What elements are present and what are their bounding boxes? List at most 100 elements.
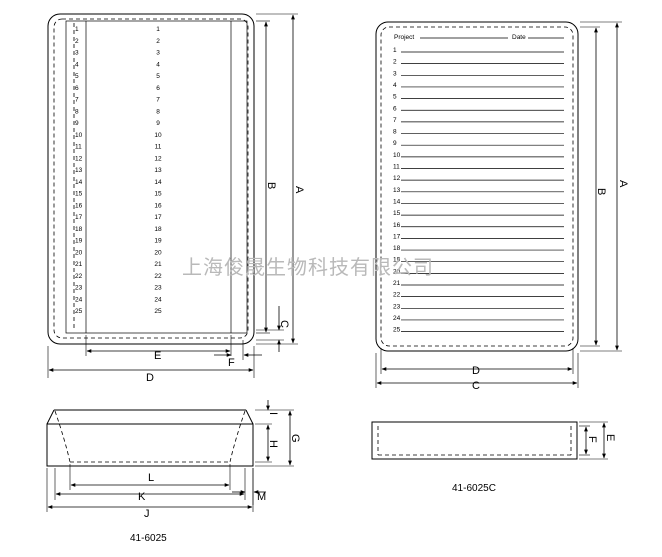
right-row-number: 11 bbox=[393, 164, 400, 171]
left-dim-i-label: I bbox=[267, 412, 279, 415]
center-row-number: 11 bbox=[155, 144, 162, 151]
right-dim-b-label: B bbox=[595, 188, 607, 195]
right-tray-top-view: Project Date 123456789101112131415161718… bbox=[375, 21, 579, 352]
left-dim-m-label: M bbox=[257, 491, 266, 503]
left-row-number: 16 bbox=[75, 202, 83, 209]
center-row-number: 20 bbox=[154, 249, 162, 256]
center-row-number: 3 bbox=[156, 50, 160, 57]
right-dim-c-label: C bbox=[472, 380, 480, 392]
right-row-number: 10 bbox=[393, 152, 401, 159]
left-row-number: 13 bbox=[75, 167, 83, 174]
left-side-dimensions: G H I L K M J bbox=[46, 400, 301, 520]
right-row-number: 13 bbox=[393, 187, 401, 194]
center-row-number: 23 bbox=[154, 285, 162, 292]
left-row-number: 4 bbox=[75, 61, 79, 68]
left-dim-k-label: K bbox=[138, 491, 146, 503]
center-row-number: 22 bbox=[154, 273, 162, 280]
right-dim-d-label: D bbox=[472, 365, 480, 377]
left-row-number: 6 bbox=[75, 85, 79, 92]
right-header-date: Date bbox=[512, 34, 526, 41]
left-tray-top-view: 1234567891011121314151617181920212223242… bbox=[47, 13, 255, 345]
center-row-number: 13 bbox=[154, 167, 162, 174]
left-dim-e-label: E bbox=[154, 350, 161, 362]
right-row-number: 8 bbox=[393, 129, 397, 136]
left-dim-g-label: G bbox=[289, 434, 301, 443]
right-row-number: 18 bbox=[393, 245, 401, 252]
left-dim-l-label: L bbox=[148, 472, 154, 484]
right-row-number: 9 bbox=[393, 140, 397, 147]
right-row-number: 21 bbox=[393, 280, 401, 287]
center-row-number: 4 bbox=[156, 61, 160, 68]
right-dim-e-label: E bbox=[604, 434, 616, 441]
right-row-number: 4 bbox=[393, 82, 397, 89]
left-tray-side-view bbox=[46, 409, 254, 467]
left-row-number: 19 bbox=[75, 238, 83, 245]
left-row-number: 18 bbox=[75, 226, 83, 233]
left-dim-h-label: H bbox=[267, 440, 279, 448]
right-row-number: 7 bbox=[393, 117, 397, 124]
left-row-number: 24 bbox=[75, 296, 83, 303]
left-dim-d-label: D bbox=[146, 372, 154, 384]
center-row-number: 8 bbox=[156, 108, 160, 115]
company-watermark: 上海俊晟生物科技有限公司 bbox=[182, 256, 434, 279]
right-row-number: 24 bbox=[393, 315, 401, 322]
center-row-number: 2 bbox=[156, 38, 160, 45]
center-number-column: 1234567891011121314151617181920212223242… bbox=[154, 26, 162, 315]
right-row-number: 3 bbox=[393, 70, 397, 77]
center-row-number: 14 bbox=[154, 179, 162, 186]
left-model-label: 41-6025 bbox=[130, 533, 167, 544]
left-row-number: 25 bbox=[75, 308, 83, 315]
right-row-number: 23 bbox=[393, 303, 401, 310]
right-row-number: 12 bbox=[393, 175, 401, 182]
right-dim-f-label: F bbox=[586, 436, 598, 443]
right-model-label: 41-6025C bbox=[452, 483, 496, 494]
left-tray-dimensions: A B C E F D bbox=[47, 13, 305, 384]
left-row-number: 23 bbox=[75, 285, 83, 292]
center-row-number: 25 bbox=[154, 308, 162, 315]
center-row-number: 24 bbox=[154, 296, 162, 303]
right-tray-dimensions: A B D C bbox=[375, 21, 629, 392]
center-row-number: 10 bbox=[154, 132, 162, 139]
left-row-number: 8 bbox=[75, 108, 79, 115]
left-number-column: 1234567891011121314151617181920212223242… bbox=[75, 26, 83, 315]
center-row-number: 7 bbox=[156, 97, 160, 104]
right-row-number: 22 bbox=[393, 292, 401, 299]
center-row-number: 9 bbox=[156, 120, 160, 127]
left-row-number: 11 bbox=[75, 144, 82, 151]
left-dim-a-label: A bbox=[293, 186, 305, 194]
center-row-number: 5 bbox=[156, 73, 160, 80]
right-tray-side-view bbox=[371, 421, 578, 460]
left-row-number: 5 bbox=[75, 73, 79, 80]
right-row-number: 14 bbox=[393, 198, 401, 205]
left-row-number: 15 bbox=[75, 191, 83, 198]
center-row-number: 18 bbox=[154, 226, 162, 233]
left-row-number: 1 bbox=[75, 26, 79, 33]
center-row-number: 21 bbox=[154, 261, 162, 268]
left-row-number: 10 bbox=[75, 132, 83, 139]
left-row-number: 7 bbox=[75, 97, 79, 104]
left-dim-c-label: C bbox=[278, 320, 290, 328]
right-row-number: 20 bbox=[393, 268, 401, 275]
left-row-number: 21 bbox=[75, 261, 83, 268]
center-row-number: 19 bbox=[154, 238, 162, 245]
left-row-number: 17 bbox=[75, 214, 83, 221]
left-row-number: 3 bbox=[75, 50, 79, 57]
right-row-number: 1 bbox=[393, 47, 397, 54]
right-form-rows: 1234567891011121314151617181920212223242… bbox=[393, 47, 564, 334]
left-row-number: 2 bbox=[75, 38, 79, 45]
center-row-number: 1 bbox=[156, 26, 160, 33]
left-row-number: 9 bbox=[75, 120, 79, 127]
right-row-number: 2 bbox=[393, 59, 397, 66]
right-row-number: 6 bbox=[393, 105, 397, 112]
center-row-number: 16 bbox=[154, 202, 162, 209]
right-row-number: 17 bbox=[393, 233, 401, 240]
right-row-number: 19 bbox=[393, 257, 401, 264]
right-row-number: 16 bbox=[393, 222, 401, 229]
left-row-number: 14 bbox=[75, 179, 83, 186]
left-row-number: 20 bbox=[75, 249, 83, 256]
right-row-number: 15 bbox=[393, 210, 401, 217]
left-dim-f-label: F bbox=[228, 357, 235, 369]
right-side-dimensions: E F bbox=[579, 421, 616, 460]
center-row-number: 6 bbox=[156, 85, 160, 92]
